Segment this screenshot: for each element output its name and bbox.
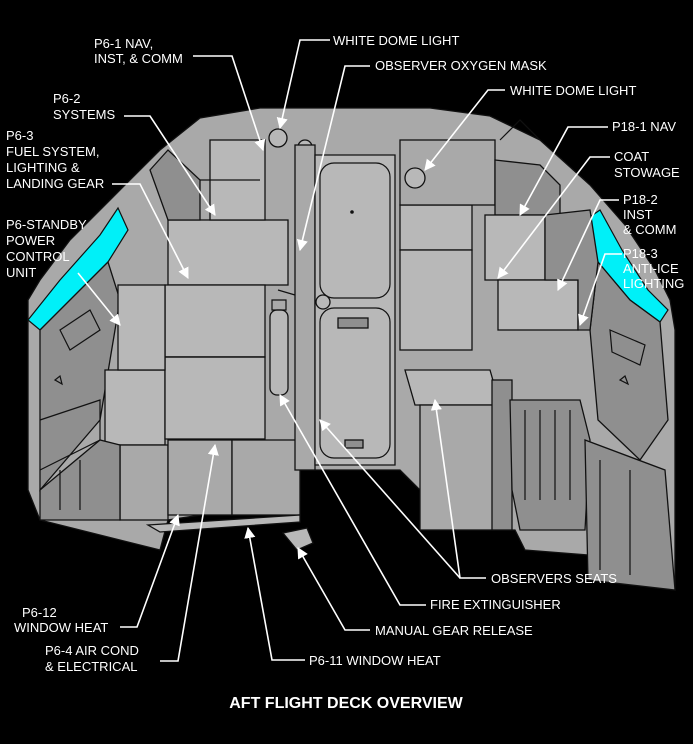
label-p6-1: P6-1 NAV, INST, & COMM: [94, 36, 183, 66]
label-p18-3: P18-3 ANTI-ICE LIGHTING: [623, 246, 684, 291]
label-p6-4: P6-4 AIR COND & ELECTRICAL: [45, 643, 143, 674]
left-wall: [39, 260, 121, 492]
label-p6-11: P6-11 WINDOW HEAT: [309, 653, 441, 668]
door-handle: [337, 317, 369, 329]
right-lower-cabinet: [509, 399, 591, 531]
label-observer-oxygen-mask: OBSERVER OXYGEN MASK: [375, 58, 547, 73]
p18-2-panel: [484, 214, 546, 281]
label-fire-extinguisher: FIRE EXTINGUISHER: [430, 597, 561, 612]
observer-seat-right: [404, 369, 513, 531]
label-p6-2: P6-2 SYSTEMS: [53, 91, 115, 122]
p6-11-panel: [231, 439, 301, 516]
p18-upper-panel: [399, 204, 473, 251]
label-observers-seats: OBSERVERS SEATS: [491, 571, 617, 586]
label-p18-1: P18-1 NAV: [612, 119, 676, 134]
p18-1-panel: [399, 249, 473, 351]
center-post: [294, 144, 316, 471]
flight-deck-door: [314, 154, 396, 466]
label-white-dome-light-left: WHITE DOME LIGHT: [333, 33, 459, 48]
left-dome-light: [268, 128, 288, 148]
callout-labels: P6-1 NAV, INST, & COMM WHITE DOME LIGHT …: [6, 33, 684, 712]
label-coat-stowage: COAT STOWAGE: [614, 149, 680, 180]
fire-extinguisher: [269, 289, 296, 396]
p6-3-panel: [164, 284, 266, 358]
cabin-illustration: [27, 107, 676, 591]
leader-lines: [77, 39, 622, 662]
diagram-title: AFT FLIGHT DECK OVERVIEW: [229, 695, 463, 712]
p18-3-panel: [497, 279, 579, 331]
label-white-dome-light-right: WHITE DOME LIGHT: [510, 83, 636, 98]
label-p6-12: P6-12 WINDOW HEAT: [14, 605, 108, 635]
p6-2-upper: [149, 149, 201, 221]
p6-12-cabinet: [104, 369, 166, 446]
manual-gear-release: [281, 527, 314, 551]
right-wall: [589, 260, 669, 461]
p18-1-nav-panel: [494, 159, 561, 216]
right-dome-light: [404, 167, 426, 189]
label-p18-2: P18-2 INST & COMM: [623, 192, 676, 237]
label-manual-gear-release: MANUAL GEAR RELEASE: [375, 623, 533, 638]
p6-4-panel: [164, 356, 266, 440]
label-p6-3: P6-3 FUEL SYSTEM, LIGHTING & LANDING GEA…: [6, 128, 104, 191]
p6-12-lower: [119, 444, 169, 521]
label-p6-standby: P6-STANDBY POWER CONTROL UNIT: [6, 217, 90, 280]
p6-standby-panel: [117, 284, 166, 371]
p6-12-panel: [167, 439, 233, 516]
